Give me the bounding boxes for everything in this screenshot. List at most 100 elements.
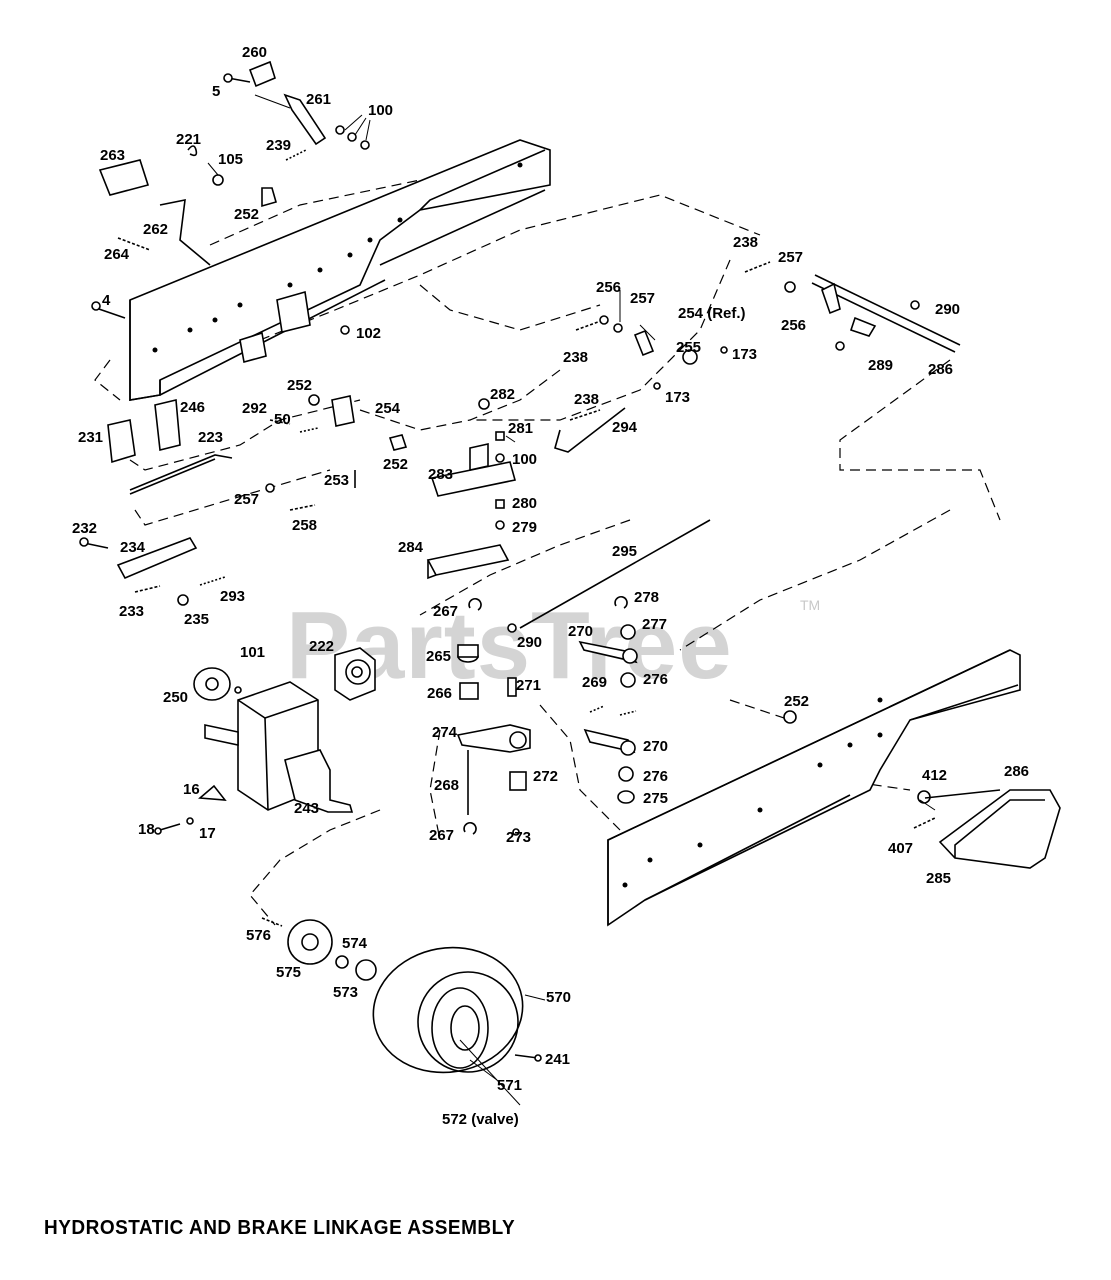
callout-294: 294 <box>612 419 638 436</box>
callout-260: 260 <box>242 44 267 61</box>
callout-271: 271 <box>516 677 541 694</box>
callout-281: 281 <box>508 420 533 437</box>
callout-576: 576 <box>246 927 271 944</box>
callout-253: 253 <box>324 472 349 489</box>
callout-101: 101 <box>240 644 265 661</box>
callout-273: 273 <box>506 829 531 846</box>
wheel-assembly <box>261 917 542 1074</box>
callout-284: 284 <box>398 539 424 556</box>
callout-233: 233 <box>119 603 144 620</box>
callout-283: 283 <box>428 466 453 483</box>
callout-570: 570 <box>546 989 571 1006</box>
callout-269: 269 <box>582 674 607 691</box>
callout-257-a: 257 <box>778 249 803 266</box>
callout-254: 254 <box>375 400 401 417</box>
callout-labels: 260 5 261 100 221 105 239 263 252 262 26… <box>72 44 1029 1128</box>
callout-275: 275 <box>643 790 668 807</box>
watermark-trademark: TM <box>800 597 820 613</box>
callout-261: 261 <box>306 91 331 108</box>
callout-265: 265 <box>426 648 451 665</box>
callout-270-b: 270 <box>643 738 668 755</box>
upper-lever-group <box>91 60 370 364</box>
callout-221: 221 <box>176 131 201 148</box>
callout-256-a: 256 <box>781 317 806 334</box>
callout-257-b: 257 <box>630 290 655 307</box>
callout-278: 278 <box>634 589 659 606</box>
callout-173-b: 173 <box>665 389 690 406</box>
callout-412: 412 <box>922 767 947 784</box>
callout-234: 234 <box>120 539 146 556</box>
callout-572-valve: 572 (valve) <box>442 1111 519 1128</box>
callout-266: 266 <box>427 685 452 702</box>
callout-252-b: 252 <box>287 377 312 394</box>
right-frame-rail <box>607 649 1021 927</box>
callout-573: 573 <box>333 984 358 1001</box>
callout-571: 571 <box>497 1077 522 1094</box>
callout-276-b: 276 <box>643 768 668 785</box>
callout-274: 274 <box>432 724 458 741</box>
callout-279: 279 <box>512 519 537 536</box>
callout-268: 268 <box>434 777 459 794</box>
callout-18: 18 <box>138 821 155 838</box>
callout-100-b: 100 <box>512 451 537 468</box>
callout-5: 5 <box>212 83 220 100</box>
callout-231: 231 <box>78 429 103 446</box>
callout-292: 292 <box>242 400 267 417</box>
callout-258: 258 <box>292 517 317 534</box>
hydrostatic-transmission <box>154 647 376 835</box>
callout-222: 222 <box>309 638 334 655</box>
callout-252-a: 252 <box>234 206 259 223</box>
callout-241: 241 <box>545 1051 570 1068</box>
callout-277: 277 <box>642 616 667 633</box>
callout-267-b: 267 <box>429 827 454 844</box>
callout-276-a: 276 <box>643 671 668 688</box>
callout-256-b: 256 <box>596 279 621 296</box>
callout-282: 282 <box>490 386 515 403</box>
right-linkage-parts <box>578 595 797 804</box>
callout-285: 285 <box>926 870 951 887</box>
callout-223: 223 <box>198 429 223 446</box>
callout-16: 16 <box>183 781 200 798</box>
left-frame-rail <box>129 139 551 401</box>
callout-252-d: 252 <box>784 693 809 710</box>
callout-295: 295 <box>612 543 637 560</box>
diagram-caption: HYDROSTATIC AND BRAKE LINKAGE ASSEMBLY <box>44 1217 516 1240</box>
callout-280: 280 <box>512 495 537 512</box>
callout-102: 102 <box>356 325 381 342</box>
callout-263: 263 <box>100 147 125 164</box>
callout-243: 243 <box>294 800 319 817</box>
callout-574: 574 <box>342 935 368 952</box>
callout-257-c: 257 <box>234 491 259 508</box>
brake-rod-group <box>554 261 961 453</box>
leader-lines <box>207 94 936 1106</box>
callout-290-a: 290 <box>935 301 960 318</box>
callout-252-c: 252 <box>383 456 408 473</box>
center-linkage <box>79 394 711 836</box>
callout-575: 575 <box>276 964 301 981</box>
callout-262: 262 <box>143 221 168 238</box>
callout-50: 50 <box>274 411 291 428</box>
callout-238-a: 238 <box>733 234 758 251</box>
callout-255: 255 <box>676 339 701 356</box>
callout-293: 293 <box>220 588 245 605</box>
callout-272: 272 <box>533 768 558 785</box>
callout-100: 100 <box>368 102 393 119</box>
assembly-dashed-lines <box>94 179 1001 926</box>
callout-250: 250 <box>163 689 188 706</box>
callout-238-c: 238 <box>574 391 599 408</box>
callout-238-b: 238 <box>563 349 588 366</box>
callout-254-ref: 254 (Ref.) <box>678 305 746 322</box>
callout-232: 232 <box>72 520 97 537</box>
callout-289: 289 <box>868 357 893 374</box>
callout-290-b: 290 <box>517 634 542 651</box>
callout-286-a: 286 <box>928 361 953 378</box>
callout-267-a: 267 <box>433 603 458 620</box>
callout-17: 17 <box>199 825 216 842</box>
callout-235: 235 <box>184 611 209 628</box>
callout-239: 239 <box>266 137 291 154</box>
callout-246: 246 <box>180 399 205 416</box>
callout-264: 264 <box>104 246 130 263</box>
callout-286-b: 286 <box>1004 763 1029 780</box>
callout-105: 105 <box>218 151 243 168</box>
